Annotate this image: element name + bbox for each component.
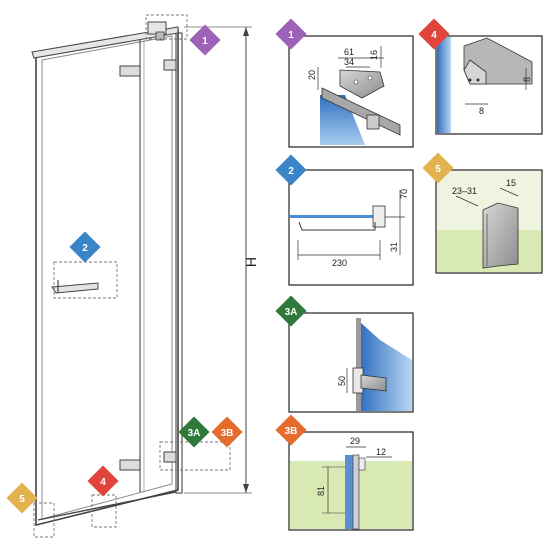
detail-panel-2: 230 70 31 — [288, 169, 414, 286]
dim-29: 29 — [350, 436, 360, 446]
svg-text:2: 2 — [82, 243, 88, 254]
detail-panel-3b: 29 12 81 — [288, 431, 414, 531]
badge-1-panel: 1 — [275, 18, 307, 50]
badge-5-main: 5 — [6, 482, 38, 514]
dim-8-height: 8 — [522, 77, 532, 82]
detail-panel-5: 23–31 15 — [435, 169, 543, 274]
detail-panel-1: 61 34 16 20 — [288, 35, 414, 148]
badge-1-main: 1 — [189, 24, 221, 56]
dim-230: 230 — [332, 258, 347, 268]
svg-text:3B: 3B — [285, 426, 298, 437]
dim-16: 16 — [369, 50, 379, 60]
badge-3b-main: 3B — [211, 416, 243, 448]
svg-text:2: 2 — [288, 166, 294, 177]
svg-text:1: 1 — [288, 30, 294, 41]
dim-20: 20 — [307, 70, 317, 80]
svg-text:5: 5 — [19, 494, 25, 505]
badge-2-panel: 2 — [275, 154, 307, 186]
dim-31: 31 — [389, 242, 399, 252]
badge-4-panel: 4 — [418, 18, 450, 50]
dim-61: 61 — [344, 47, 354, 57]
svg-text:1: 1 — [202, 36, 208, 47]
height-label: H — [243, 257, 259, 267]
height-dimension: H — [184, 26, 259, 494]
svg-text:3A: 3A — [188, 428, 201, 439]
detail-panel-4: 8 8 — [435, 35, 543, 135]
badge-4-main: 4 — [87, 465, 119, 497]
badge-3b-panel: 3B — [275, 414, 307, 446]
dim-34: 34 — [344, 57, 354, 67]
dim-15: 15 — [506, 178, 516, 188]
dim-23-31: 23–31 — [452, 186, 477, 196]
svg-text:4: 4 — [100, 477, 106, 488]
dim-12: 12 — [376, 447, 386, 457]
badge-5-panel: 5 — [422, 152, 454, 184]
dim-50: 50 — [337, 376, 347, 386]
svg-text:3B: 3B — [221, 428, 234, 439]
badge-2-main: 2 — [69, 231, 101, 263]
main-door-drawing — [31, 14, 231, 538]
dim-70: 70 — [399, 189, 409, 199]
dim-8-width: 8 — [479, 106, 484, 116]
svg-text:3A: 3A — [285, 307, 298, 318]
dim-81: 81 — [316, 486, 326, 496]
detail-panel-3a: 50 — [288, 312, 414, 413]
badge-3a-panel: 3A — [275, 295, 307, 327]
svg-text:5: 5 — [435, 164, 441, 175]
svg-text:4: 4 — [431, 30, 437, 41]
badge-3a-main: 3A — [178, 416, 210, 448]
